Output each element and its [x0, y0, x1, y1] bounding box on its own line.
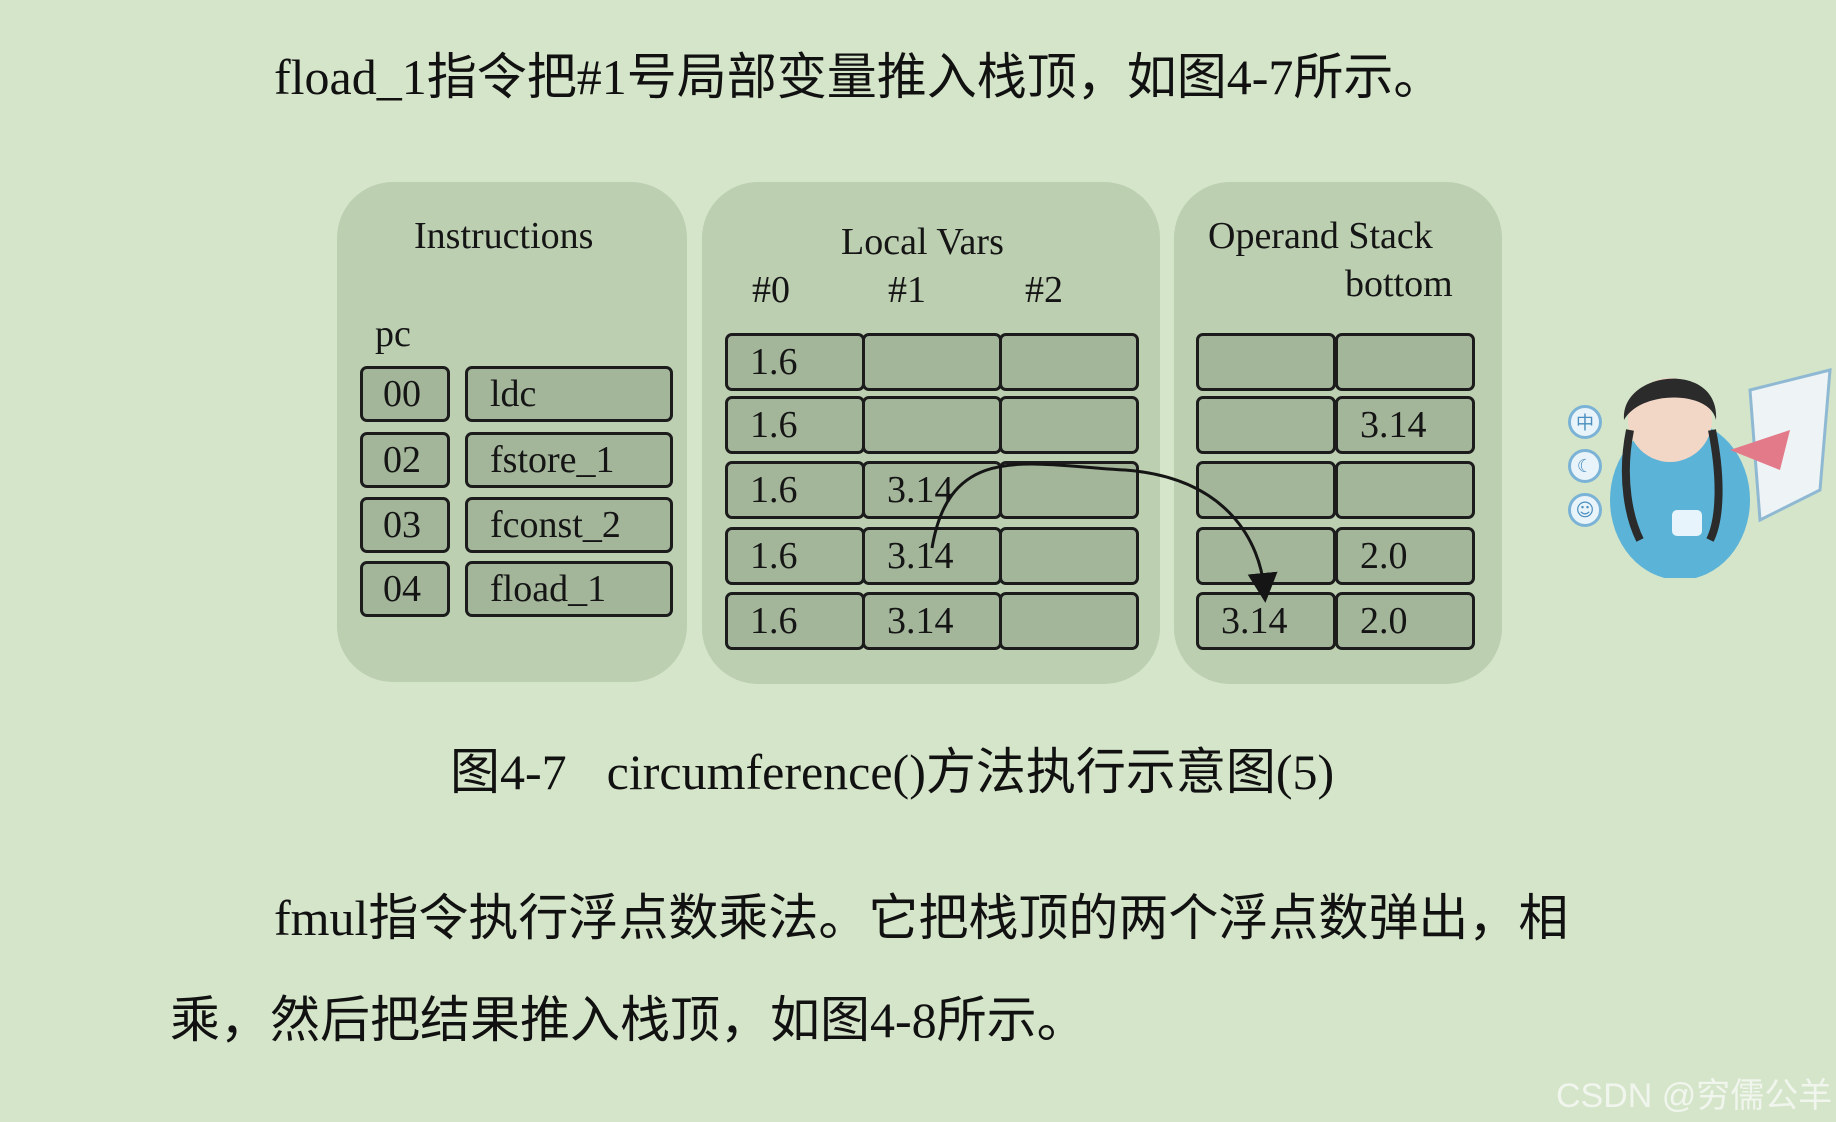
stack-cell: 2.0: [1335, 527, 1475, 585]
caption-number: 图4-7: [450, 744, 567, 800]
local-var-cell: 3.14: [862, 527, 1002, 585]
local-var-cell: [999, 396, 1139, 454]
local-var-cell: [999, 333, 1139, 391]
paragraph-fmul-line1: fmul指令执行浮点数乘法。它把栈顶的两个浮点数弹出，相: [274, 890, 1569, 946]
stack-bottom-label: bottom: [1345, 263, 1453, 305]
stack-cell: [1196, 333, 1336, 391]
csdn-watermark: CSDN @穷儒公羊: [1556, 1077, 1833, 1115]
local-vars-title: Local Vars: [841, 221, 1004, 263]
instruction-cell: fstore_1: [465, 432, 673, 488]
emoji-icon[interactable]: ☺: [1568, 493, 1602, 527]
stack-cell: [1335, 333, 1475, 391]
pc-label: pc: [375, 313, 411, 355]
moon-icon[interactable]: ☾: [1568, 449, 1602, 483]
local-var-cell: 1.6: [725, 461, 865, 519]
stack-cell: [1335, 461, 1475, 519]
operand-stack-title: Operand Stack: [1208, 215, 1433, 257]
paragraph-fload-1: fload_1指令把#1号局部变量推入栈顶，如图4-7所示。: [274, 49, 1444, 105]
caption-text: circumference()方法执行示意图(5): [606, 744, 1335, 800]
local-var-cell: [999, 461, 1139, 519]
stack-cell: [1196, 527, 1336, 585]
instruction-cell: fconst_2: [465, 497, 673, 553]
local-var-cell: [999, 527, 1139, 585]
pc-cell: 04: [360, 561, 450, 617]
pc-cell: 00: [360, 366, 450, 422]
local-var-cell: 1.6: [725, 527, 865, 585]
local-var-header: #2: [1025, 269, 1063, 311]
mascot-character-image[interactable]: [1560, 350, 1836, 578]
chinese-toggle-icon[interactable]: 中: [1568, 405, 1602, 439]
instructions-title: Instructions: [414, 215, 594, 257]
local-var-cell: [862, 333, 1002, 391]
local-var-cell: [999, 592, 1139, 650]
pc-cell: 03: [360, 497, 450, 553]
local-var-header: #1: [888, 269, 926, 311]
stack-cell: 2.0: [1335, 592, 1475, 650]
local-var-cell: 3.14: [862, 592, 1002, 650]
paragraph-fmul-line2: 乘，然后把结果推入栈顶，如图4-8所示。: [170, 992, 1087, 1048]
local-var-cell: 1.6: [725, 592, 865, 650]
local-var-cell: 1.6: [725, 396, 865, 454]
instruction-cell: fload_1: [465, 561, 673, 617]
local-var-cell: 3.14: [862, 461, 1002, 519]
local-var-cell: 1.6: [725, 333, 865, 391]
local-var-header: #0: [752, 269, 790, 311]
stack-cell: [1196, 396, 1336, 454]
figure-caption: 图4-7 circumference()方法执行示意图(5): [450, 732, 1334, 804]
stack-cell: 3.14: [1335, 396, 1475, 454]
local-var-cell: [862, 396, 1002, 454]
instruction-cell: ldc: [465, 366, 673, 422]
pc-cell: 02: [360, 432, 450, 488]
stack-cell: [1196, 461, 1336, 519]
stack-cell: 3.14: [1196, 592, 1336, 650]
